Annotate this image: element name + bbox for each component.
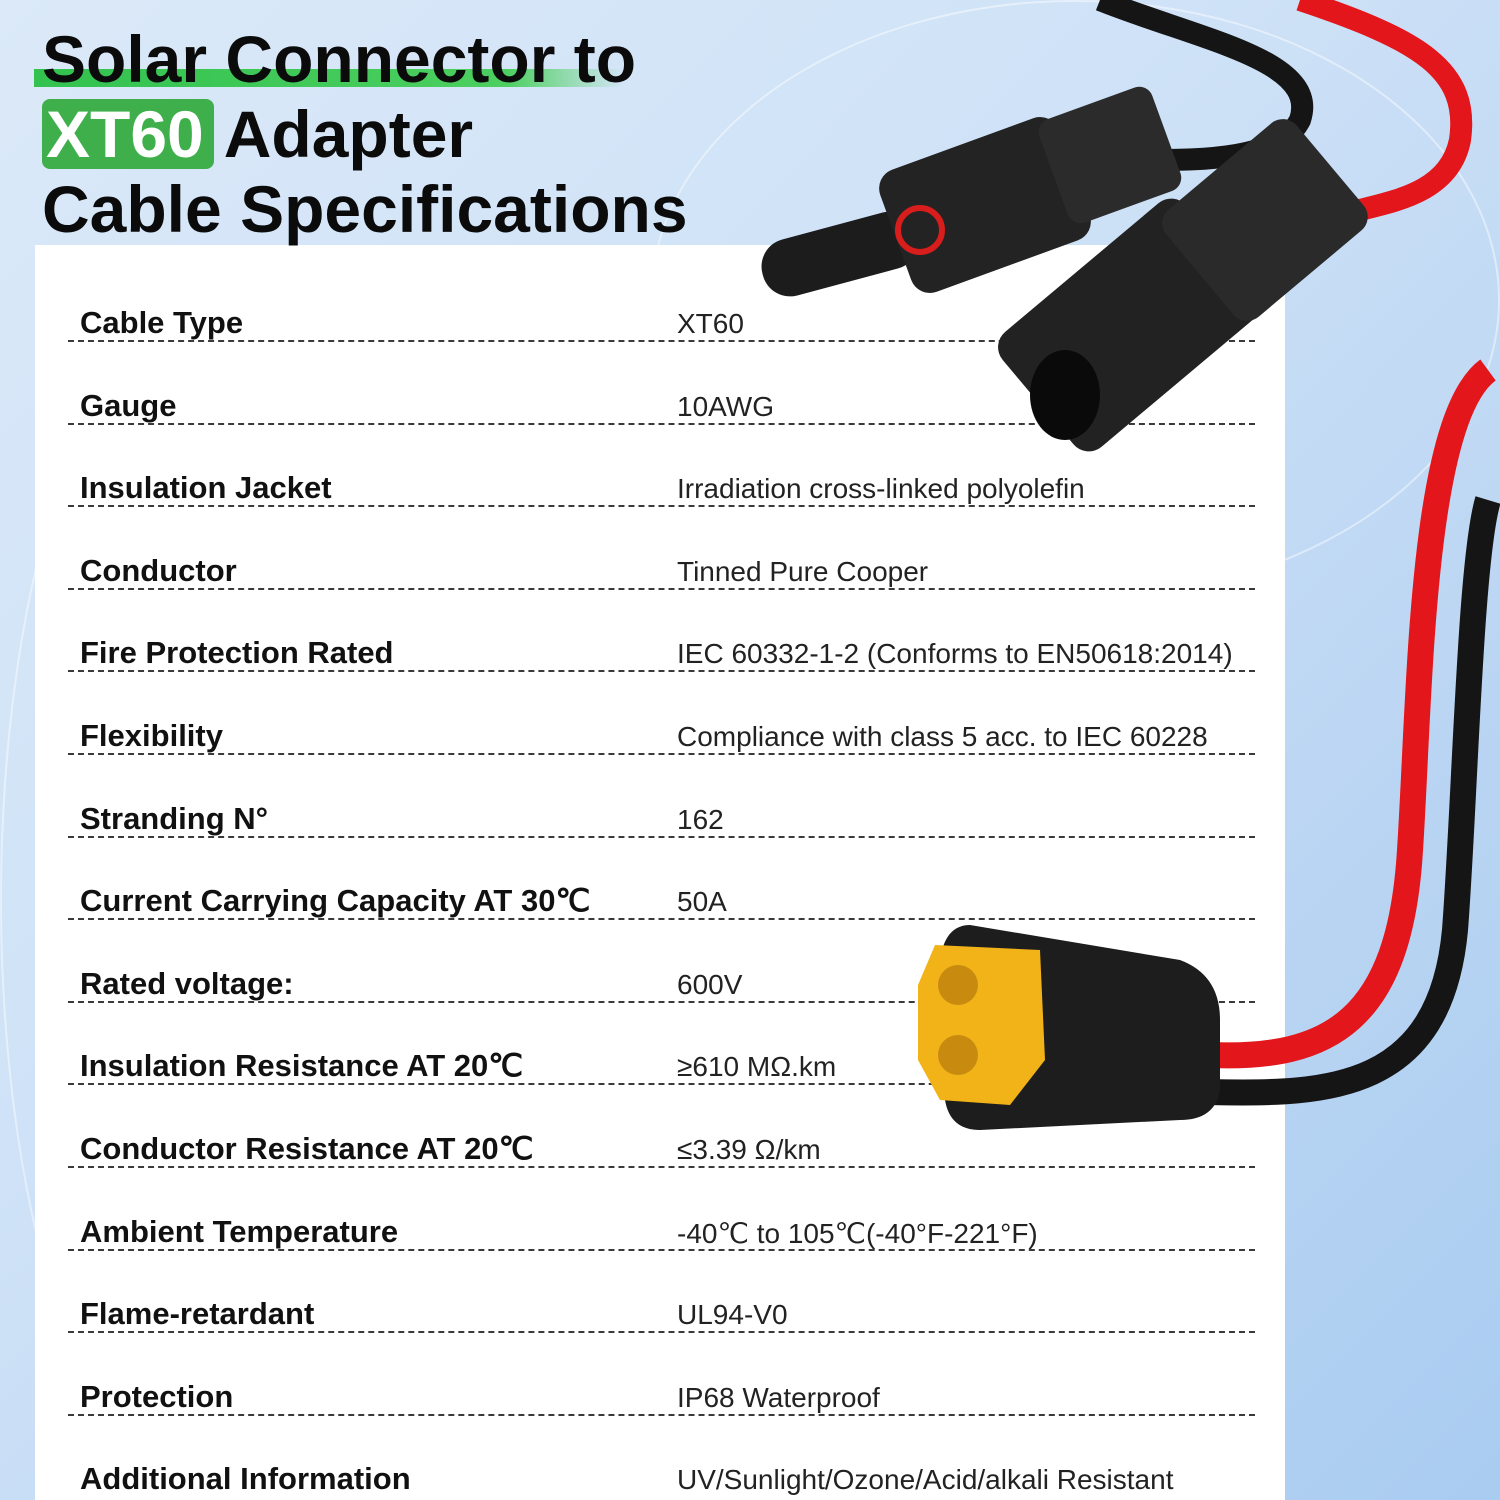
spec-label: Flexibility <box>80 718 223 753</box>
title-line-1: Solar Connector to <box>34 22 688 97</box>
spec-value: -40℃ to 105℃(-40°F-221°F) <box>677 1217 1038 1249</box>
spec-label: Insulation Resistance AT 20℃ <box>80 1048 524 1084</box>
spec-label: Conductor Resistance AT 20℃ <box>80 1131 534 1166</box>
spec-value: 50A <box>677 886 727 918</box>
spec-value: XT60 <box>677 308 744 339</box>
spec-value: 600V <box>677 968 743 1000</box>
spec-row: Insulation Jacket Irradiation cross-linke… <box>68 422 1255 508</box>
spec-row: Conductor Tinned Pure Cooper <box>68 505 1255 590</box>
spec-row: Protection IP68 Waterproof <box>68 1331 1255 1416</box>
spec-row: Cable Type XT60 <box>68 257 1255 342</box>
spec-value: 10AWG <box>677 390 774 422</box>
spec-row: Ambient Temperature -40℃ to 105℃(-40°F-22… <box>68 1166 1255 1251</box>
spec-row: Additional Information UV/Sunlight/Ozone/… <box>68 1413 1255 1496</box>
spec-value: IP68 Waterproof <box>677 1381 880 1413</box>
spec-label: Cable Type <box>80 305 244 340</box>
spec-row: Rated voltage: 600V <box>68 918 1255 1003</box>
spec-label: Conductor <box>80 552 237 588</box>
spec-row: Flame-retardant UL94-V0 <box>68 1248 1255 1334</box>
spec-value: ≤3.39 Ω/km <box>677 1134 821 1165</box>
spec-label: Additional Information <box>80 1461 411 1497</box>
spec-row: Gauge 10AWG <box>68 340 1255 425</box>
spec-label: Insulation Jacket <box>80 470 332 506</box>
spec-row: Flexibility Compliance with class 5 acc. … <box>68 670 1255 755</box>
spec-label: Fire Protection Rated <box>80 635 394 671</box>
spec-label: Flame-retardant <box>80 1296 315 1332</box>
title-text: Adapter <box>223 97 474 171</box>
spec-row: Insulation Resistance AT 20℃ ≥610 MΩ.km <box>68 1000 1255 1086</box>
spec-value: Tinned Pure Cooper <box>677 555 929 587</box>
spec-label: Current Carrying Capacity AT 30℃ <box>80 883 591 919</box>
spec-row: Current Carrying Capacity AT 30℃ 50A <box>68 835 1255 921</box>
spec-label: Stranding N° <box>80 800 269 836</box>
spec-label: Ambient Temperature <box>80 1213 399 1249</box>
spec-label: Protection <box>80 1378 234 1414</box>
spec-value: ≥610 MΩ.km <box>677 1051 837 1083</box>
spec-row: Conductor Resistance AT 20℃ ≤3.39 Ω/km <box>68 1083 1255 1168</box>
spec-label: Gauge <box>80 387 177 423</box>
spec-value: UV/Sunlight/Ozone/Acid/alkali Resistant <box>677 1464 1174 1496</box>
spec-row: Stranding N° 162 <box>68 753 1255 838</box>
spec-value: Compliance with class 5 acc. to IEC 6022… <box>677 721 1208 752</box>
title-text: Solar Connector to <box>42 22 637 96</box>
spec-value: Irradiation cross-linked polyolefin <box>677 473 1085 505</box>
spec-value: IEC 60332-1-2 (Conforms to EN50618:2014) <box>677 638 1233 670</box>
spec-value: 162 <box>677 803 724 835</box>
title-line-3: Cable Specifications <box>42 172 688 246</box>
spec-value: UL94-V0 <box>677 1299 788 1331</box>
xt60-badge: XT60 <box>42 99 214 169</box>
spec-row: Fire Protection Rated IEC 60332-1-2 (Conf… <box>68 587 1255 673</box>
spec-label: Rated voltage: <box>80 965 294 1001</box>
